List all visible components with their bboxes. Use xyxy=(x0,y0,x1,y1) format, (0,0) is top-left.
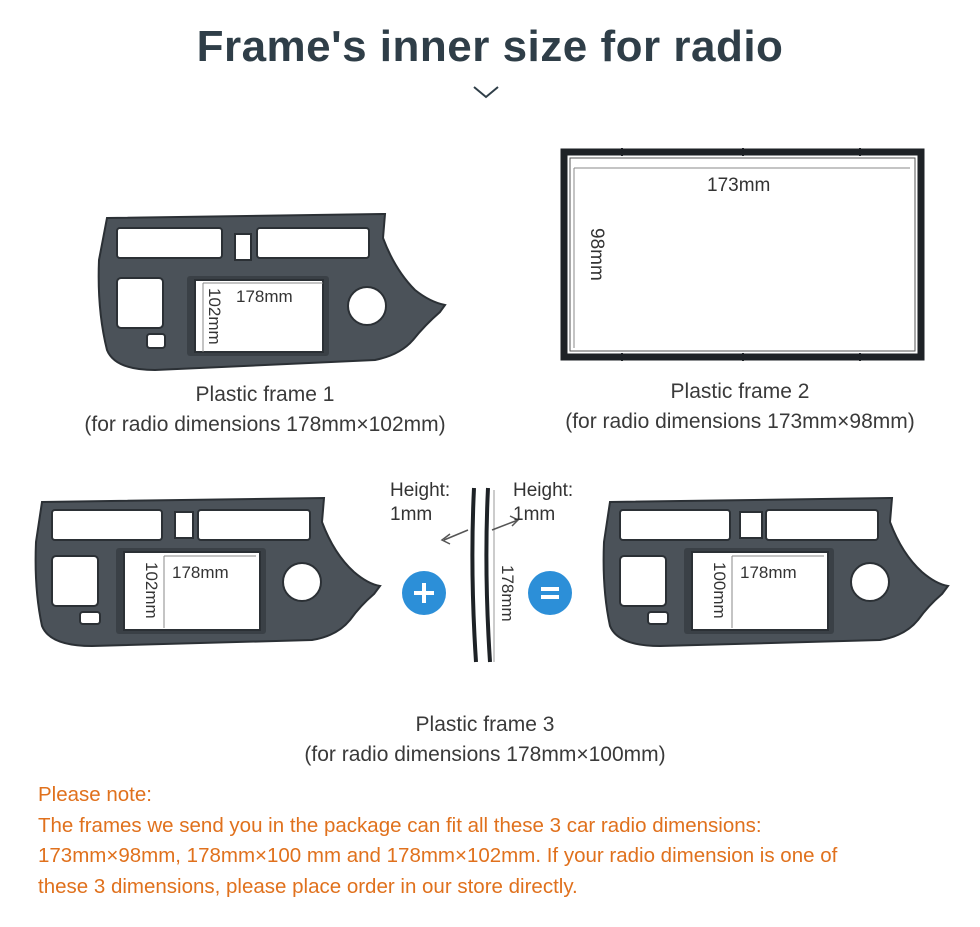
plastic-frame-3-right-image xyxy=(600,494,950,654)
strip-left-label-1: Height: xyxy=(390,480,451,501)
note-line-3: these 3 dimensions, please place order i… xyxy=(38,874,578,898)
plus-icon xyxy=(402,571,446,615)
strip-length-label: 178mm xyxy=(498,565,517,622)
plastic-frame-2-image xyxy=(560,148,925,363)
chevron-down-icon xyxy=(472,84,500,105)
plastic-frame-1-image xyxy=(95,210,465,380)
frame2-height-label: 98mm xyxy=(586,228,607,281)
frame3-left-width-label: 178mm xyxy=(172,563,229,582)
note-heading: Please note: xyxy=(38,783,152,806)
frame3-right-width-label: 178mm xyxy=(740,563,797,582)
frame3-desc: (for radio dimensions 178mm×100mm) xyxy=(304,743,666,766)
frame3-name: Plastic frame 3 xyxy=(415,713,555,736)
equals-icon xyxy=(528,571,572,615)
frame1-name: Plastic frame 1 xyxy=(195,383,335,406)
frame1-desc: (for radio dimensions 178mm×102mm) xyxy=(84,413,446,436)
frame3-right-height-label: 100mm xyxy=(710,562,729,619)
note-line-2: 173mm×98mm, 178mm×100 mm and 178mm×102mm… xyxy=(38,844,838,867)
page-title: Frame's inner size for radio xyxy=(196,22,784,71)
strip-right-label-2: 1mm xyxy=(513,504,556,525)
frame2-width-label: 173mm xyxy=(707,175,771,196)
frame3-left-height-label: 102mm xyxy=(142,562,161,619)
frame2-name: Plastic frame 2 xyxy=(670,380,810,403)
strip-left-label-2: 1mm xyxy=(390,504,433,525)
frame1-width-label: 178mm xyxy=(236,287,293,306)
frame1-height-label: 102mm xyxy=(205,288,224,345)
note-block: Please note: The frames we send you in t… xyxy=(38,780,958,902)
strip-right-label-1: Height: xyxy=(513,480,574,501)
frame2-desc: (for radio dimensions 173mm×98mm) xyxy=(565,410,915,433)
plastic-frame-3-left-image xyxy=(32,494,382,654)
note-line-1: The frames we send you in the package ca… xyxy=(38,813,762,837)
thin-strip-image xyxy=(430,480,530,670)
